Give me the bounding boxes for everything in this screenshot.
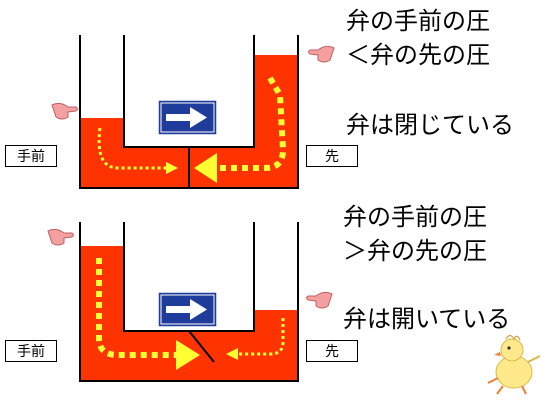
bottom-condition-line2: ＞弁の先の圧 — [343, 237, 487, 265]
direction-sign-icon — [157, 99, 218, 136]
pointing-hand-icon — [47, 228, 74, 246]
pointing-hand-icon — [51, 102, 78, 120]
top-upstream-label: 手前 — [5, 145, 57, 167]
bottom-left-flow-arrow — [96, 258, 176, 358]
bottom-valve-open — [188, 330, 215, 363]
top-left-arrowhead — [166, 162, 178, 174]
bottom-valve-state: 弁は開いている — [343, 305, 511, 333]
top-condition-line2: ＜弁の先の圧 — [346, 41, 490, 69]
bottom-panel — [47, 222, 333, 382]
bottom-right-arrowhead — [226, 348, 238, 360]
top-fluid — [80, 55, 298, 188]
bottom-upstream-label: 手前 — [5, 340, 57, 362]
bottom-fluid — [80, 246, 298, 381]
top-condition-line1: 弁の手前の圧 — [346, 7, 490, 35]
bottom-downstream-label: 先 — [306, 340, 358, 362]
bottom-right-flow-arrow — [238, 318, 285, 356]
top-panel — [51, 35, 335, 189]
top-downstream-label: 先 — [306, 145, 358, 167]
bottom-condition-line1: 弁の手前の圧 — [343, 203, 487, 231]
pointing-hand-icon — [306, 291, 333, 309]
direction-sign-icon — [157, 291, 218, 328]
bottom-left-arrowhead — [176, 340, 200, 370]
top-valve-state: 弁は閉じている — [346, 111, 514, 139]
pointing-hand-icon — [308, 45, 335, 63]
bottom-container-wall — [79, 222, 299, 382]
top-right-flow-arrow — [216, 76, 287, 171]
top-right-arrowhead — [194, 153, 217, 183]
chick-icon — [487, 334, 541, 395]
top-left-flow-arrow — [97, 127, 166, 170]
